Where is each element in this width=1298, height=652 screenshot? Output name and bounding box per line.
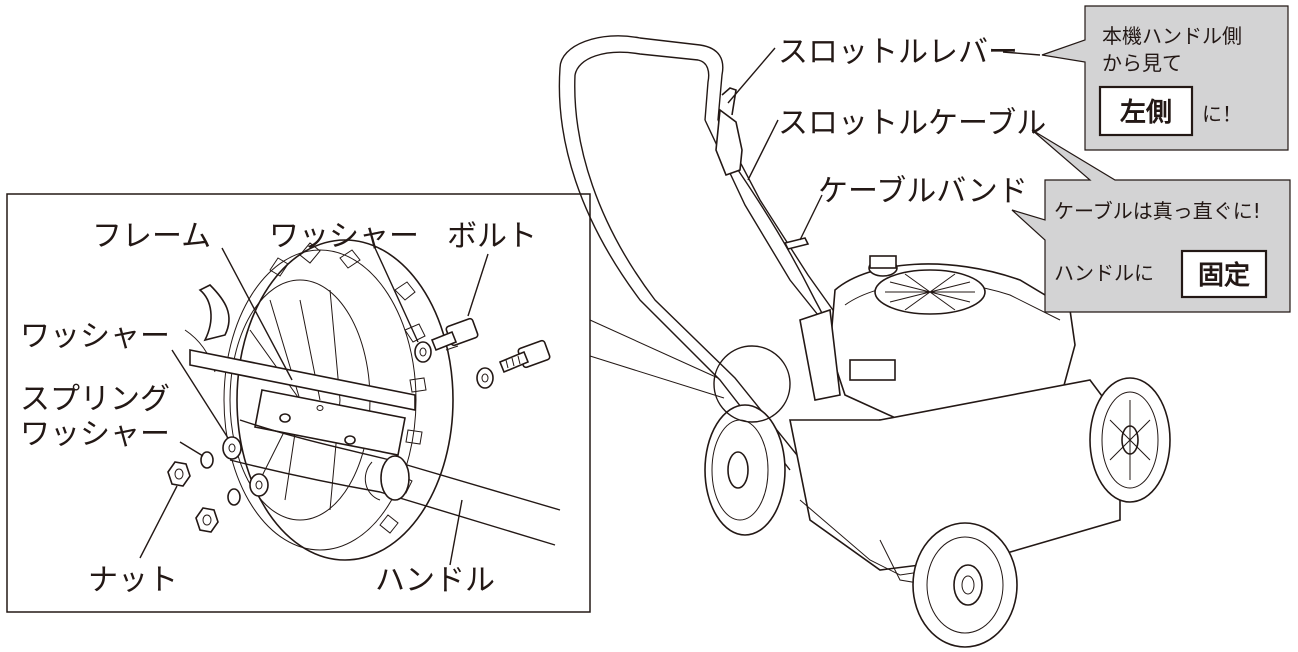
main-leader-lines — [727, 47, 1041, 241]
detail-circle — [713, 345, 791, 423]
callout-mid-prefix: ハンドルに — [1054, 261, 1154, 285]
nut-1 — [167, 461, 191, 487]
wheel-rear-right — [1089, 377, 1171, 503]
cable-band — [783, 237, 810, 250]
callout-top-suffix: に！ — [1202, 102, 1242, 126]
label-throttle-cable: スロットルケーブル — [778, 106, 1046, 141]
label-bolt: ボルト — [447, 219, 537, 254]
label-frame: フレーム — [92, 219, 211, 254]
mower-deck — [789, 379, 1121, 571]
washer-left-1 — [222, 436, 242, 460]
callout-top-line1: 本機ハンドル側 — [1102, 24, 1242, 48]
callout-mid-box — [1180, 249, 1268, 299]
frame-plate — [189, 349, 416, 456]
callout-mid-line1: ケーブルは真っ直ぐに! — [1054, 199, 1261, 223]
label-handle: ハンドル — [375, 563, 495, 598]
bolt-upper — [430, 317, 479, 352]
label-nut: ナット — [88, 563, 178, 598]
handle-top — [559, 35, 724, 121]
bolt-lower — [498, 339, 551, 374]
inset-connector-lines — [589, 319, 725, 399]
mower-illustration: HOT — [558, 35, 1171, 648]
washer-lower — [476, 367, 494, 389]
callout-left-side: 本機ハンドル側 から見て 左側 に！ — [1041, 5, 1289, 151]
washer-left-2 — [249, 473, 269, 497]
callout-cable-straight: ケーブルは真っ直ぐに! ハンドルに 固定 — [1011, 129, 1291, 313]
callout-top-boxed: 左側 — [1120, 98, 1172, 128]
handle-tube — [229, 419, 561, 546]
label-throttle-lever: スロットルレバー — [778, 35, 1018, 70]
frame-edge — [198, 284, 230, 342]
spring-washer-1 — [200, 451, 214, 469]
callout-top-box — [1098, 85, 1194, 137]
label-washer-left: ワッシャー — [20, 319, 170, 354]
washer-upper — [414, 341, 432, 363]
spring-washer-2 — [227, 488, 241, 506]
nut-2 — [195, 507, 219, 533]
inset-leader-lines — [139, 247, 489, 566]
label-washer-top: ワッシャー — [269, 219, 419, 254]
wheel-front-left — [704, 404, 786, 536]
label-spring-washer-line2: ワッシャー — [20, 417, 170, 452]
fuel-tank — [799, 308, 841, 401]
label-cable-band: ケーブルバンド — [818, 174, 1028, 209]
inset-detail: フレーム ワッシャー ボルト ワッシャー スプリング ワッシャー ナット ハンド… — [6, 193, 591, 613]
wheel-front-right — [912, 522, 1018, 648]
callout-top-line2: から見て — [1102, 51, 1182, 75]
callout-mid-boxed: 固定 — [1198, 260, 1250, 291]
label-spring-washer-line1: スプリング — [20, 382, 170, 417]
